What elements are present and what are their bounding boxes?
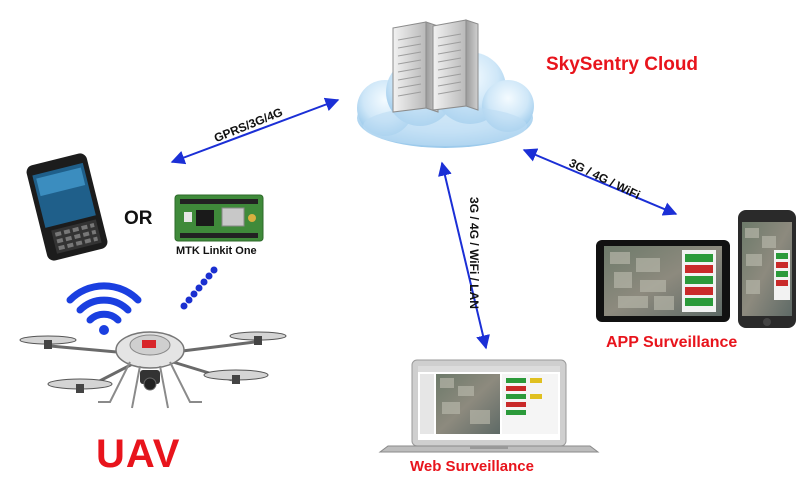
link-arrow-cloud-web xyxy=(438,161,490,350)
signal-dots-icon xyxy=(180,266,218,310)
uav-title: UAV xyxy=(96,432,181,476)
wifi-icon xyxy=(66,282,142,335)
mobile-phone-icon xyxy=(738,210,796,328)
board-label: MTK Linkit One xyxy=(176,245,257,257)
dev-board-icon xyxy=(174,194,264,242)
cloud-title: SkySentry Cloud xyxy=(546,54,699,75)
app-surveillance-title: APP Surveillance xyxy=(606,334,738,351)
smartphone-icon xyxy=(26,153,108,261)
uav-drone-icon xyxy=(19,331,287,409)
link-arrow-device-cloud xyxy=(170,97,340,165)
link-label-cloud-web: 3G / 4G / WiFi / LAN xyxy=(466,197,481,309)
laptop-icon xyxy=(378,359,600,453)
link-arrow-cloud-app xyxy=(522,148,678,216)
server-icon xyxy=(392,19,479,113)
tablet-icon xyxy=(596,240,730,322)
web-surveillance-title: Web Surveillance xyxy=(410,458,534,475)
or-label: OR xyxy=(124,208,153,229)
